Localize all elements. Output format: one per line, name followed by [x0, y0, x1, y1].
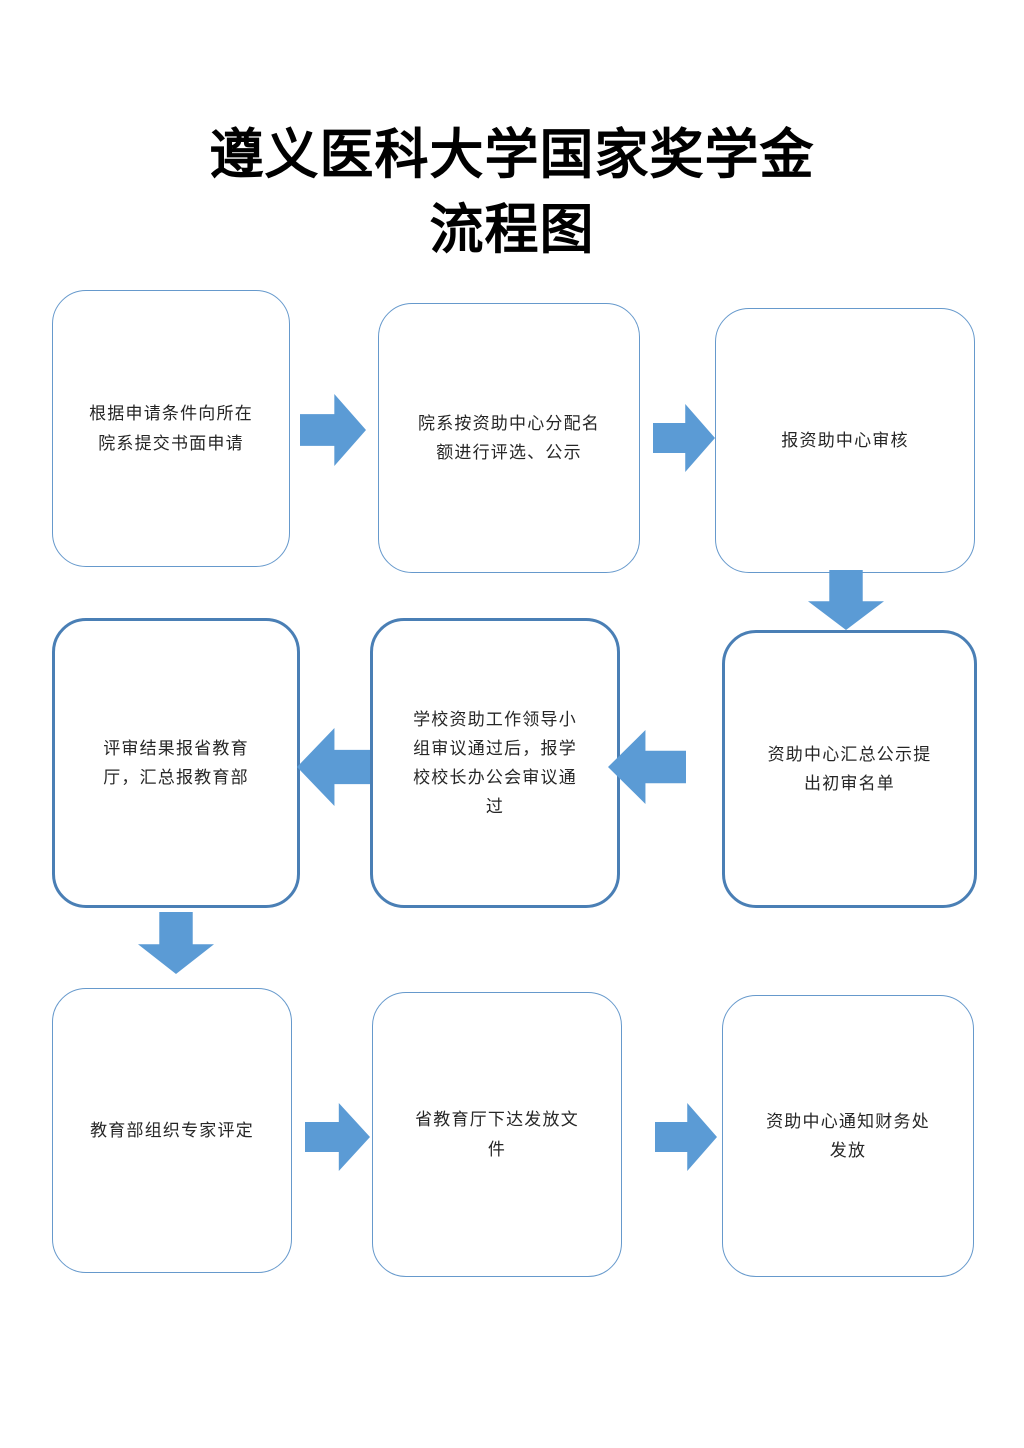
flow-node-4[interactable]: 资助中心汇总公示提 出初审名单	[722, 630, 977, 908]
flow-node-3-label: 报资助中心审核	[781, 430, 909, 450]
connector-arrow-7	[305, 1103, 370, 1171]
flow-node-4-label: 资助中心汇总公示提 出初审名单	[767, 744, 932, 793]
connector-arrow-2	[653, 404, 715, 472]
flow-node-1-label: 根据申请条件向所在 院系提交书面申请	[89, 404, 253, 453]
flow-node-6-label: 评审结果报省教育 厅，汇总报教育部	[103, 738, 249, 787]
flow-node-2[interactable]: 院系按资助中心分配名 额进行评选、公示	[378, 303, 640, 573]
connector-arrow-6	[138, 912, 214, 974]
flow-node-1[interactable]: 根据申请条件向所在 院系提交书面申请	[52, 290, 290, 567]
page-title-line-2: 流程图	[429, 197, 595, 261]
flow-node-7-label: 教育部组织专家评定	[90, 1120, 254, 1140]
flow-node-9-label: 资助中心通知财务处 发放	[766, 1111, 930, 1160]
flow-node-8-label: 省教育厅下达发放文 件	[415, 1110, 579, 1159]
connector-arrow-1	[300, 394, 366, 466]
flow-node-5-label: 学校资助工作领导小 组审议通过后，报学 校校长办公会审议通 过	[413, 709, 577, 817]
flow-node-6[interactable]: 评审结果报省教育 厅，汇总报教育部	[52, 618, 300, 908]
flow-node-3[interactable]: 报资助中心审核	[715, 308, 975, 573]
flow-node-5[interactable]: 学校资助工作领导小 组审议通过后，报学 校校长办公会审议通 过	[370, 618, 620, 908]
page-title-line-1: 遵义医科大学国家奖学金	[209, 123, 815, 186]
flow-node-2-label: 院系按资助中心分配名 额进行评选、公示	[418, 413, 600, 462]
flow-node-7[interactable]: 教育部组织专家评定	[52, 988, 292, 1273]
connector-arrow-8	[655, 1103, 717, 1171]
connector-arrow-5	[297, 728, 375, 806]
flow-node-9[interactable]: 资助中心通知财务处 发放	[722, 995, 974, 1277]
page-title: 遵义医科大学国家奖学金 流程图	[0, 118, 1024, 267]
flow-node-8[interactable]: 省教育厅下达发放文 件	[372, 992, 622, 1277]
connector-arrow-3	[808, 570, 884, 630]
